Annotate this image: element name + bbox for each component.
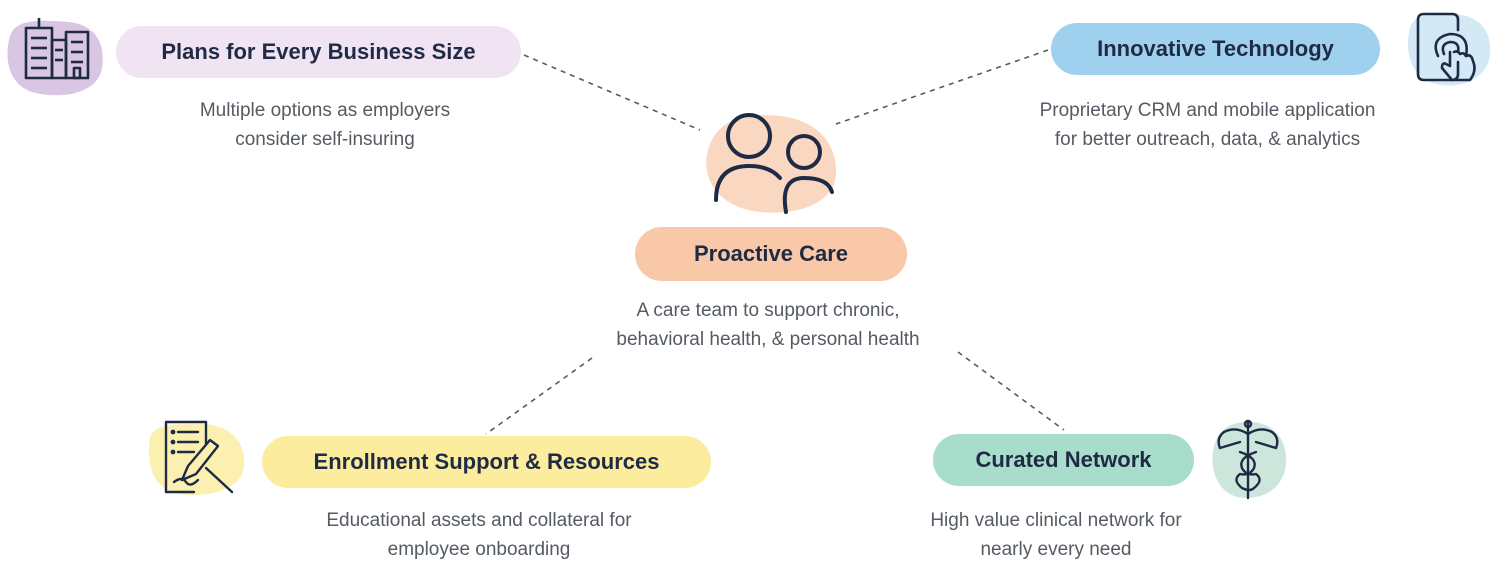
tech-desc-line1: Proprietary CRM and mobile application <box>1039 100 1376 121</box>
care-title: Proactive Care <box>693 241 849 266</box>
caduceus-icon <box>1206 418 1290 502</box>
enroll-title-pill: Enrollment Support & Resources <box>262 436 711 488</box>
network-desc-line1: High value clinical network for <box>930 510 1182 531</box>
office-buildings-icon <box>2 6 106 98</box>
network-title-pill: Curated Network <box>933 434 1194 486</box>
tech-title-pill: Innovative Technology <box>1051 23 1380 75</box>
care-desc-line2: behavioral health, & personal health <box>616 329 920 350</box>
connector-plans-care <box>523 54 701 131</box>
enroll-title: Enrollment Support & Resources <box>313 449 660 474</box>
plans-title: Plans for Every Business Size <box>161 39 476 64</box>
enroll-description: Educational assets and collateral for em… <box>284 506 674 564</box>
network-title: Curated Network <box>975 447 1152 472</box>
enroll-desc-line1: Educational assets and collateral for <box>326 510 632 531</box>
care-title-pill: Proactive Care <box>635 227 907 281</box>
enroll-desc-line2: employee onboarding <box>387 539 571 560</box>
plans-desc-line1: Multiple options as employers <box>199 100 451 121</box>
care-desc-line1: A care team to support chronic, <box>636 300 900 321</box>
connector-tech-care <box>835 49 1049 125</box>
care-description: A care team to support chronic, behavior… <box>570 296 966 354</box>
plans-title-pill: Plans for Every Business Size <box>116 26 521 78</box>
plans-description: Multiple options as employers consider s… <box>140 96 510 154</box>
form-and-pen-icon <box>144 418 248 498</box>
connector-care-network <box>957 351 1065 431</box>
tech-title: Innovative Technology <box>1097 36 1334 61</box>
connector-care-enroll <box>485 357 593 435</box>
network-desc-line2: nearly every need <box>980 539 1132 560</box>
tech-desc-line2: for better outreach, data, & analytics <box>1054 129 1361 150</box>
tech-description: Proprietary CRM and mobile application f… <box>990 96 1425 154</box>
network-description: High value clinical network for nearly e… <box>880 506 1232 564</box>
mobile-touch-icon <box>1400 8 1494 88</box>
plans-desc-line2: consider self-insuring <box>235 129 415 150</box>
care-team-people-icon <box>700 98 840 218</box>
